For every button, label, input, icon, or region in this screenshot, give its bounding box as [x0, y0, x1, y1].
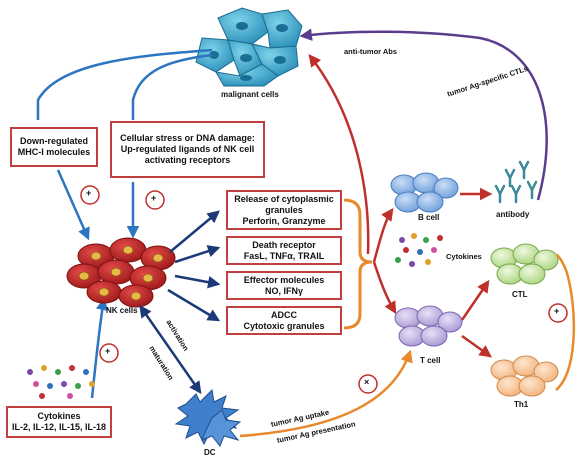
arrow-th1-to-ctl-line: [555, 254, 576, 391]
box-stress-line3: activating receptors: [144, 155, 231, 165]
box-effector: Effector molecules NO, IFNγ: [226, 271, 342, 300]
plus-sign-stress: +: [151, 193, 157, 203]
label-th1: Th1: [514, 400, 529, 409]
box-cytokines-line2: IL-2, IL-12, IL-15, IL-18: [11, 422, 107, 432]
ctl-cluster: [490, 243, 559, 285]
cytokine-dots-middle: [395, 233, 443, 267]
box-effector-line1: Effector molecules: [243, 274, 325, 285]
box-stress-line2: Up-regulated ligands of NK cell: [120, 144, 255, 154]
label-cytokines-small: Cytokines: [446, 252, 482, 261]
box-death: Death receptor FasL, TNFα, TRAIL: [226, 236, 342, 265]
arrow-mhc-to-nk: [56, 169, 90, 241]
label-t-cell: T cell: [420, 356, 441, 365]
box-mhc: Down-regulated MHC-I molecules: [10, 127, 98, 167]
t-cell-cluster: [394, 305, 463, 347]
antibody-symbols: [494, 160, 538, 204]
arrow-t-to-ctl: [460, 279, 490, 321]
label-b-cell: B cell: [418, 213, 440, 222]
arrow-anti-tumor-abs: [308, 54, 370, 255]
box-cytokines: Cytokines IL-2, IL-12, IL-15, IL-18: [6, 406, 112, 438]
arrow-dc-to-t-cell: [239, 349, 413, 438]
label-nk-cells: NK cells: [106, 306, 138, 315]
box-release-line2: granules: [265, 204, 303, 215]
cytokine-dots-left: [27, 365, 95, 399]
times-sign-dc: ×: [364, 377, 370, 387]
arrow-to-b-cell: [372, 207, 394, 263]
th1-cluster: [490, 355, 559, 397]
box-effector-line2: NO, IFNγ: [264, 285, 303, 296]
arrow-to-t-cell: [372, 261, 397, 315]
signal-circles: [80, 185, 568, 394]
label-ctl: CTL: [512, 290, 528, 299]
box-adcc-line1: ADCC: [271, 309, 297, 320]
effector-bracket: [343, 198, 373, 330]
label-antibody: antibody: [496, 210, 530, 219]
b-cell-cluster: [390, 172, 459, 213]
box-release-line3: Perforin, Granzyme: [242, 215, 326, 226]
dc-cell: [174, 388, 242, 447]
arrow-t-to-th1: [461, 334, 493, 358]
label-dc: DC: [204, 448, 216, 457]
box-cytokines-line1: Cytokines: [37, 411, 81, 421]
plus-sign-cytokines: +: [105, 346, 111, 356]
plus-sign-th1: +: [554, 306, 560, 316]
box-release: Release of cytoplasmic granules Perforin…: [226, 190, 342, 230]
malignant-branches: [36, 48, 213, 120]
box-stress-line1: Cellular stress or DNA damage:: [120, 133, 255, 143]
malignant-cells-cluster: [195, 7, 303, 87]
box-mhc-line2: MHC-I molecules: [17, 147, 91, 157]
nk-effector-arrows: [167, 210, 221, 322]
label-anti-tumor-abs: anti-tumor Abs: [344, 47, 398, 56]
arrow-nk-dc: [139, 304, 202, 395]
box-death-line1: Death receptor: [252, 239, 316, 250]
box-release-line1: Release of cytoplasmic: [234, 193, 334, 204]
box-adcc: ADCC Cytotoxic granules: [226, 306, 342, 335]
label-malignant-cells: malignant cells: [221, 90, 279, 99]
nk-cells-cluster: [66, 237, 176, 308]
box-mhc-line1: Down-regulated: [19, 136, 88, 146]
box-adcc-line2: Cytotoxic granules: [243, 320, 325, 331]
arrow-tumor-ctls: [299, 28, 548, 201]
plus-sign-mhc: +: [86, 188, 92, 198]
box-death-line2: FasL, TNFα, TRAIL: [243, 250, 325, 261]
box-stress: Cellular stress or DNA damage: Up-regula…: [110, 121, 265, 178]
